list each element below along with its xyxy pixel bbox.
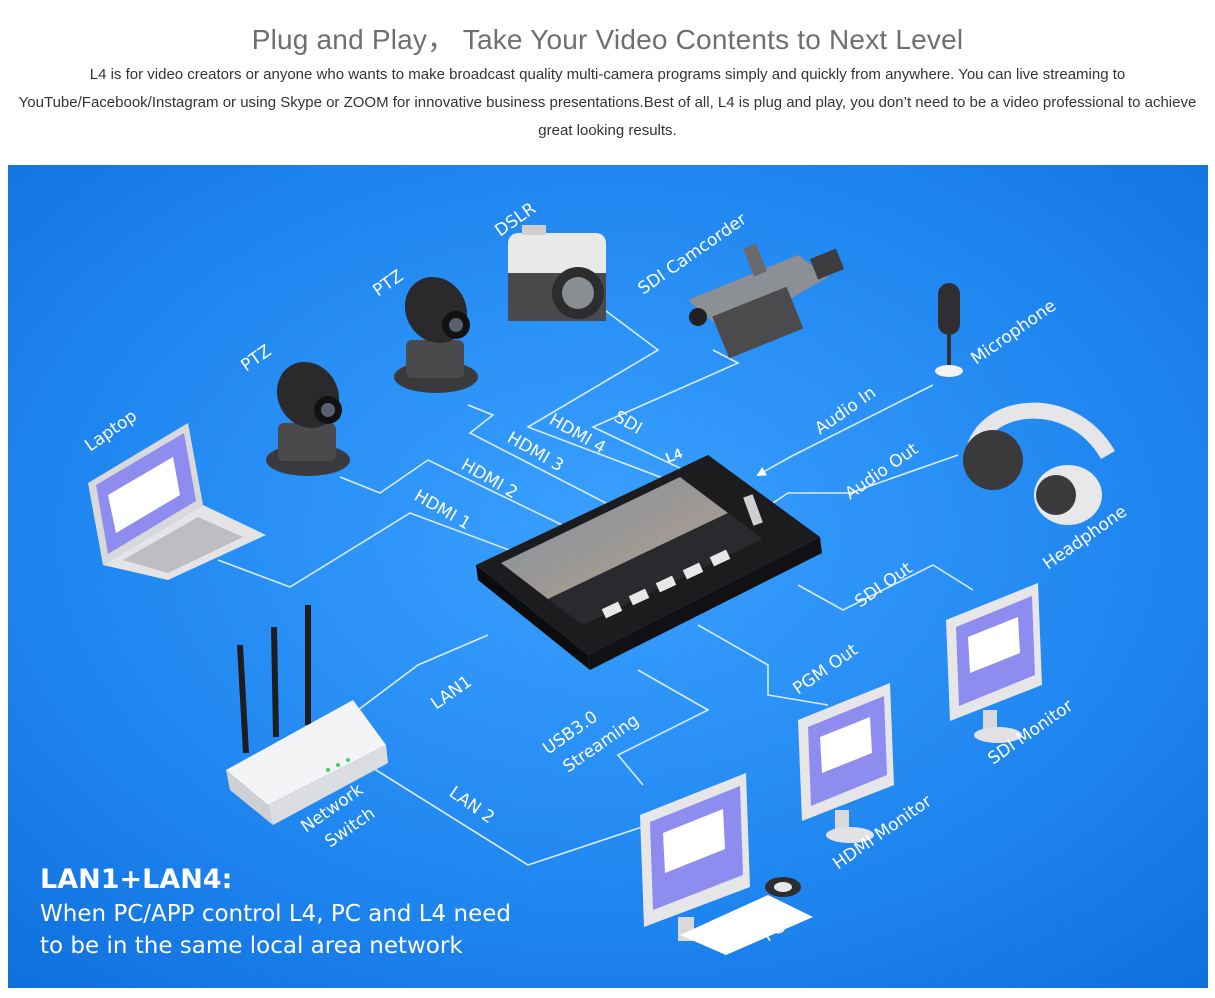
line-sdiout [797, 564, 974, 611]
sdi-camcorder [688, 243, 845, 359]
line-lan1 [357, 634, 489, 711]
microphone [935, 283, 963, 377]
line-mic-audioin [756, 384, 934, 476]
page-headline: Plug and Play， Take Your Video Contents … [251, 24, 964, 55]
line-camcorder-sdi [591, 349, 740, 488]
l4-switcher: L4 [476, 445, 822, 670]
hdmi-monitor [798, 683, 894, 843]
laptop [88, 423, 266, 580]
network-switch [226, 605, 388, 825]
connection-lines [217, 304, 974, 866]
ptz-camera-left [266, 361, 350, 476]
line-laptop-hdmi1 [217, 512, 604, 588]
connection-diagram: L4 [8, 165, 1208, 988]
lan-note-body: When PC/APP control L4, PC and L4 need t… [40, 901, 511, 959]
dslr-camera [508, 225, 606, 321]
ptz-camera-top [394, 276, 478, 393]
line-pgmout [697, 624, 829, 706]
l4-logo: L4 [663, 445, 684, 466]
headphone [963, 402, 1115, 525]
line-lan2 [367, 764, 649, 866]
lan-note: LAN1+LAN4: When PC/APP control L4, PC an… [40, 862, 540, 962]
line-usb [616, 669, 710, 786]
sdi-monitor [946, 583, 1042, 743]
line-ptz-hdmi2 [339, 459, 621, 554]
pc [640, 773, 813, 955]
line-headphone-audioout [769, 454, 959, 506]
intro-paragraph: L4 is for video creators or anyone who w… [18, 66, 1197, 139]
line-ptz-hdmi3 [467, 404, 634, 518]
lan-note-title: LAN1+LAN4: [40, 864, 233, 895]
line-dslr-hdmi4 [526, 304, 677, 484]
